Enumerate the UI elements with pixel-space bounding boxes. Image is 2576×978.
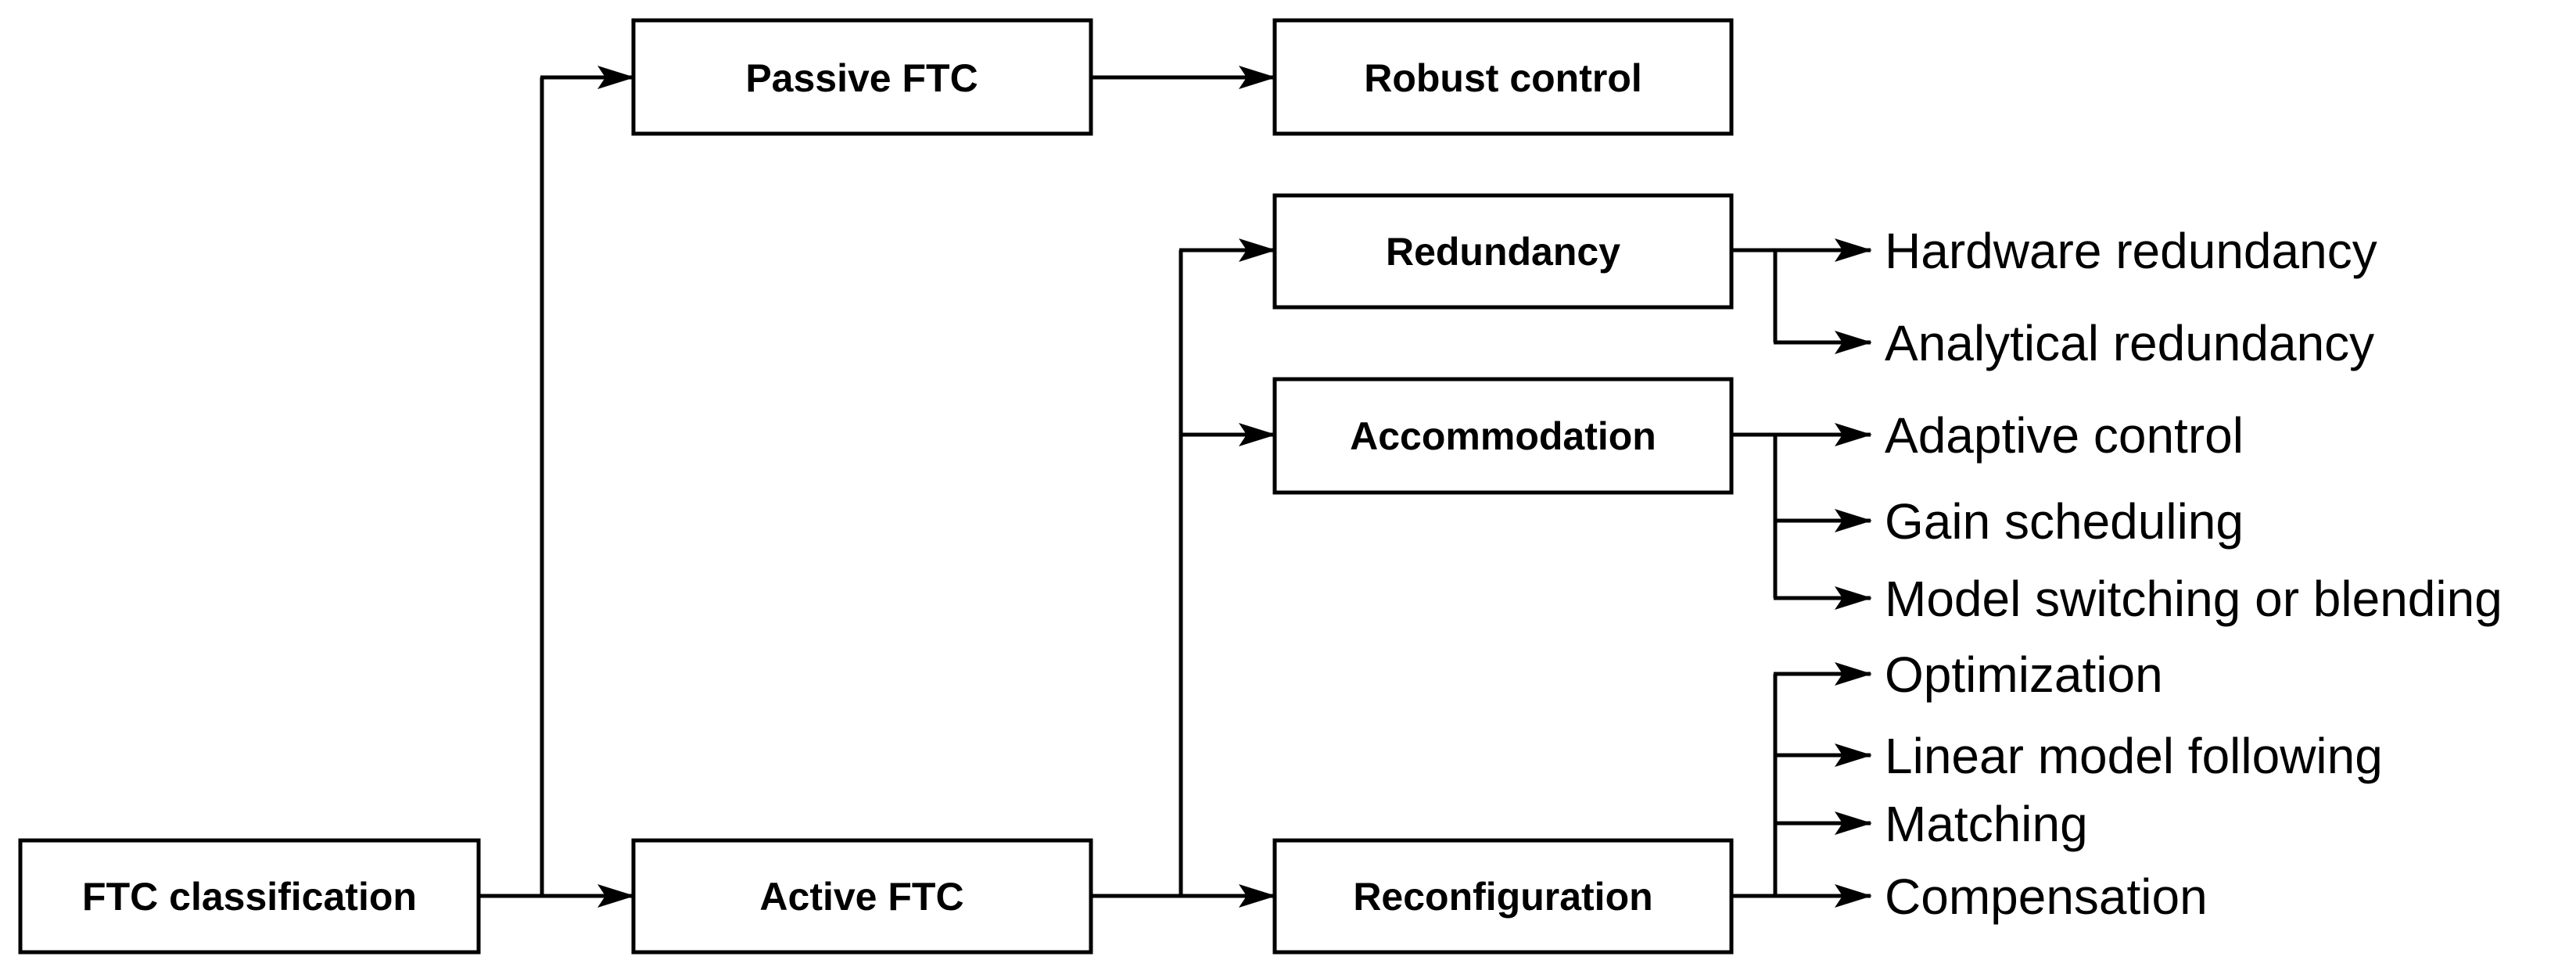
leaf-linear-model-following: Linear model following <box>1885 728 2383 784</box>
node-robust-control-label: Robust control <box>1364 56 1642 100</box>
node-accommodation: Accommodation <box>1272 377 1734 495</box>
node-active-ftc-label: Active FTC <box>759 875 963 919</box>
node-ftc-classification-label: FTC classification <box>82 875 417 919</box>
node-redundancy: Redundancy <box>1272 193 1734 310</box>
leaf-adaptive-control: Adaptive control <box>1885 407 2244 464</box>
node-passive-ftc-label: Passive FTC <box>745 56 978 100</box>
leaf-matching: Matching <box>1885 796 2088 852</box>
leaf-model-switching-or-blending: Model switching or blending <box>1885 571 2502 627</box>
leaf-compensation: Compensation <box>1885 869 2208 925</box>
node-robust-control: Robust control <box>1272 18 1734 136</box>
leaf-analytical-redundancy: Analytical redundancy <box>1885 315 2374 371</box>
leaf-hardware-redundancy: Hardware redundancy <box>1885 223 2377 279</box>
node-redundancy-label: Redundancy <box>1386 230 1620 274</box>
node-accommodation-label: Accommodation <box>1350 414 1656 458</box>
node-reconfiguration-label: Reconfiguration <box>1353 875 1652 919</box>
node-active-ftc: Active FTC <box>631 838 1093 955</box>
node-ftc-classification: FTC classification <box>18 838 481 955</box>
leaf-optimization: Optimization <box>1885 647 2163 703</box>
leaf-labels: Hardware redundancy Analytical redundanc… <box>1885 223 2502 925</box>
leaf-gain-scheduling: Gain scheduling <box>1885 493 2244 550</box>
node-reconfiguration: Reconfiguration <box>1272 838 1734 955</box>
connectors <box>479 66 1872 908</box>
node-passive-ftc: Passive FTC <box>631 18 1093 136</box>
